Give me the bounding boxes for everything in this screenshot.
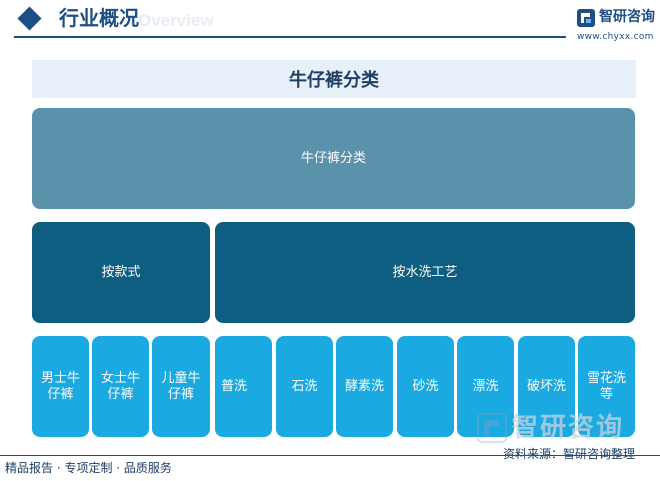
root-node-label: 牛仔裤分类: [300, 150, 366, 166]
leaf-node-label: 砂洗: [412, 378, 439, 394]
page-title: 行业概况: [59, 6, 139, 30]
leaf-node-label: 酵素洗: [344, 378, 384, 394]
leaf-node: 酵素洗: [336, 336, 393, 437]
group-node-label: 按款式: [101, 264, 141, 280]
leaf-node: 男士牛 仔裤: [32, 336, 89, 437]
watermark-logo-icon: [477, 413, 507, 443]
leaf-node-label: 男士牛 仔裤: [40, 370, 80, 402]
source-note: 资料来源：智研咨询整理: [503, 447, 636, 461]
diagram-title: 牛仔裤分类: [289, 70, 379, 91]
leaf-node-label: 漂洗: [472, 378, 499, 394]
footer-services: 精品报告 · 专项定制 · 品质服务: [5, 461, 172, 475]
leaf-node-label: 破坏洗: [526, 378, 566, 394]
leaf-node-label: 雪花洗 等: [586, 370, 626, 402]
leaf-node: 破坏洗: [518, 336, 575, 437]
group-node-washing: 按水洗工艺: [215, 222, 635, 323]
leaf-node: 石洗: [276, 336, 333, 437]
brand-name: 智研咨询: [599, 9, 655, 25]
header-divider: [14, 36, 566, 38]
footer-divider: [0, 455, 660, 456]
leaf-node: 普洗: [215, 336, 272, 437]
header-ghost-text: Overview: [138, 11, 214, 30]
watermark-text: 智研咨询: [512, 413, 625, 443]
group-node-style: 按款式: [32, 222, 210, 323]
brand-url: www.chyxx.com: [577, 32, 654, 42]
leaf-node: 漂洗: [457, 336, 514, 437]
header-diamond-icon: [17, 6, 42, 31]
root-node: 牛仔裤分类: [32, 108, 635, 209]
leaf-node: 儿童牛 仔裤: [152, 336, 210, 437]
group-node-label: 按水洗工艺: [392, 264, 458, 280]
brand-logo-icon: [577, 9, 595, 27]
leaf-node-label: 普洗: [221, 378, 248, 394]
leaf-node-label: 女士牛 仔裤: [100, 370, 140, 402]
diagram-title-band: 牛仔裤分类: [32, 60, 636, 98]
leaf-node: 女士牛 仔裤: [92, 336, 149, 437]
leaf-node-label: 儿童牛 仔裤: [161, 370, 201, 402]
leaf-node: 雪花洗 等: [578, 336, 635, 437]
leaf-node: 砂洗: [397, 336, 454, 437]
leaf-node-label: 石洗: [291, 378, 318, 394]
